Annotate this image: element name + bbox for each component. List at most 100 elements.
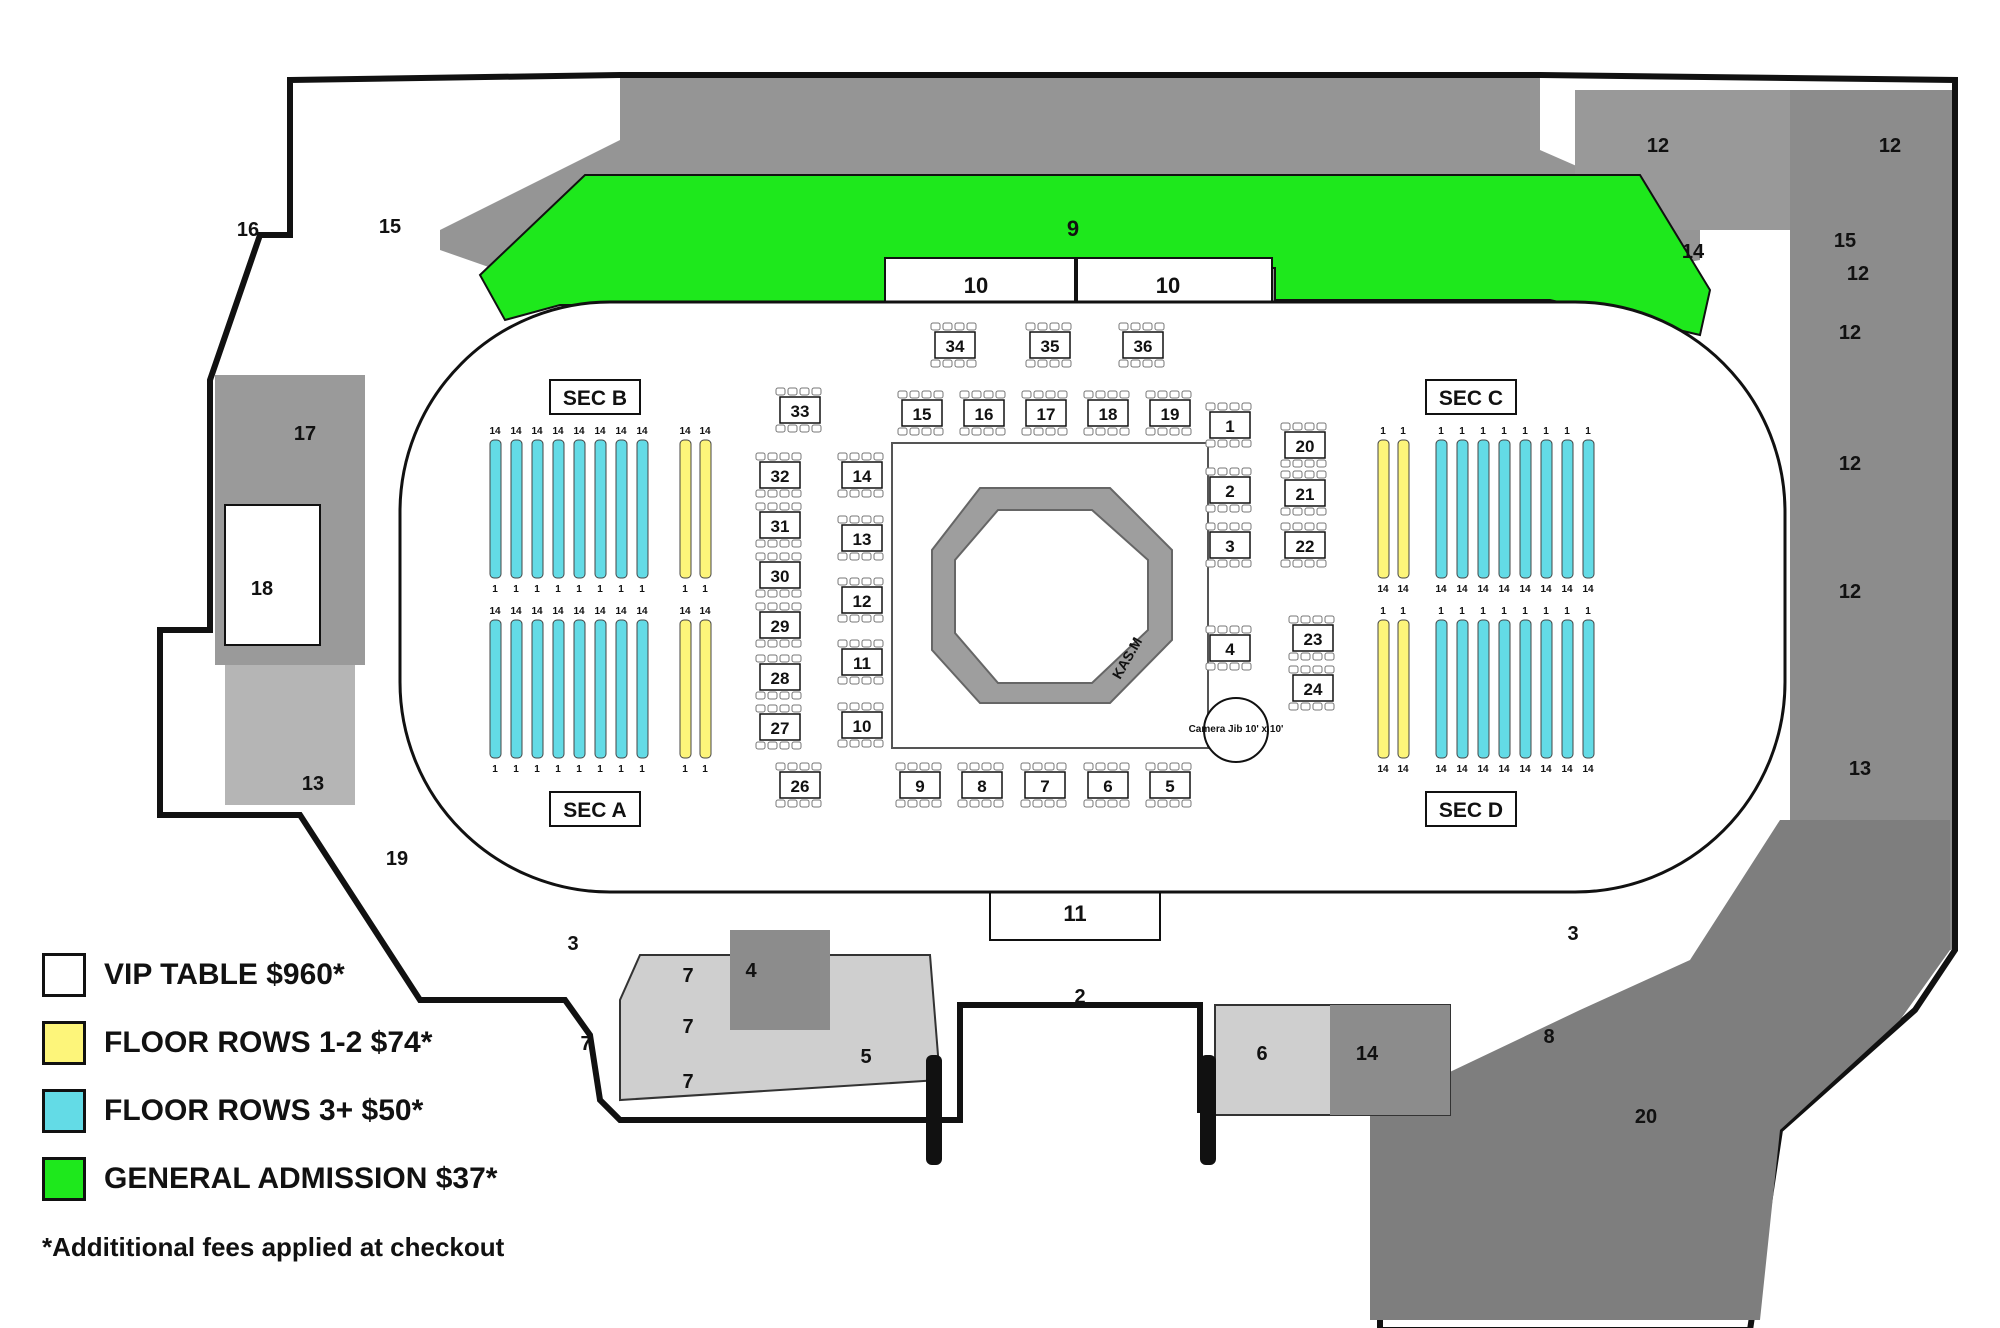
seat-row[interactable] [615,619,628,759]
section-label-sec-d: SEC D [1425,791,1517,827]
seat-row[interactable] [1498,439,1511,579]
vip-table[interactable]: 26 [775,762,822,808]
room-number: 12 [1839,453,1861,475]
seat-row[interactable] [594,619,607,759]
seat-row[interactable] [489,439,502,579]
seat-row[interactable] [531,619,544,759]
vip-table[interactable]: 21 [1280,470,1327,516]
swatch-vip [42,953,86,997]
seat-row[interactable] [1377,439,1390,579]
vip-table-number: 5 [1165,777,1174,796]
vip-table[interactable]: 18 [1083,390,1130,436]
vip-table[interactable]: 2 [1205,467,1252,513]
vip-box-bottom[interactable]: 11 [989,889,1161,941]
vip-table[interactable]: 13 [837,515,884,561]
seat-row[interactable] [552,619,565,759]
vip-table[interactable]: 9 [895,762,942,808]
vip-table[interactable]: 35 [1025,322,1072,368]
room-number: 12 [1879,135,1901,157]
row-number-label: 1 [682,764,688,775]
seat-row[interactable] [531,439,544,579]
vip-table[interactable]: 1 [1205,402,1252,448]
vip-table[interactable]: 31 [755,502,802,548]
seat-row[interactable] [1519,439,1532,579]
vip-table[interactable]: 34 [930,322,977,368]
vip-table[interactable]: 8 [957,762,1004,808]
seat-row[interactable] [1435,439,1448,579]
vip-table[interactable]: 29 [755,602,802,648]
seat-row[interactable] [1498,619,1511,759]
seat-row[interactable] [1561,619,1574,759]
general-admission-area[interactable] [478,174,1712,337]
vip-table-number: 14 [853,467,872,486]
vip-table[interactable]: 10 [837,702,884,748]
vip-table[interactable]: 12 [837,577,884,623]
seat-row[interactable] [1477,619,1490,759]
seat-row[interactable] [489,619,502,759]
vip-table[interactable]: 24 [1288,665,1335,711]
vip-table[interactable]: 14 [837,452,884,498]
row-number-label: 14 [510,606,522,617]
vip-box-label: 10 [964,273,988,298]
vip-table[interactable]: 30 [755,552,802,598]
seat-row[interactable] [510,619,523,759]
seat-row[interactable] [1561,439,1574,579]
seat-row[interactable] [552,439,565,579]
vip-table[interactable]: 7 [1020,762,1067,808]
vip-table[interactable]: 22 [1280,522,1327,568]
seat-row[interactable] [1540,439,1553,579]
vip-table[interactable]: 17 [1021,390,1068,436]
vip-table[interactable]: 6 [1083,762,1130,808]
legend-label: VIP TABLE $960* [104,958,345,991]
seat-row[interactable] [679,439,692,579]
seat-row[interactable] [1377,619,1390,759]
seat-row[interactable] [1540,619,1553,759]
seat-row[interactable] [636,619,649,759]
seat-row[interactable] [594,439,607,579]
vip-table[interactable]: 19 [1145,390,1192,436]
vip-table-number: 1 [1225,417,1234,436]
camera-jib: Camera Jib 10' x 10' [1189,697,1283,763]
row-number-label: 1 [1380,426,1386,437]
vip-table[interactable]: 15 [897,390,944,436]
seat-row[interactable] [1519,619,1532,759]
seat-row[interactable] [573,439,586,579]
vip-table-number: 29 [771,617,790,636]
vip-table[interactable]: 28 [755,654,802,700]
vip-table[interactable]: 33 [775,387,822,433]
vip-table[interactable]: 4 [1205,625,1252,671]
seat-row[interactable] [699,619,712,759]
vip-table[interactable]: 20 [1280,422,1327,468]
vip-table[interactable]: 27 [755,704,802,750]
vip-table[interactable]: 5 [1145,762,1192,808]
seat-row[interactable] [615,439,628,579]
seat-row[interactable] [1477,439,1490,579]
vip-box-top-left[interactable]: 10 [884,257,1076,309]
seat-row[interactable] [510,439,523,579]
vip-table[interactable]: 3 [1205,522,1252,568]
vip-box-top-right[interactable]: 10 [1076,257,1273,309]
vip-table[interactable]: 32 [755,452,802,498]
seat-row[interactable] [1456,439,1469,579]
vip-table[interactable]: 16 [959,390,1006,436]
seat-row[interactable] [1582,619,1595,759]
section-label-sec-b: SEC B [549,379,641,415]
seat-row[interactable] [1582,439,1595,579]
seat-row[interactable] [679,619,692,759]
vip-box-label: 10 [1156,273,1180,298]
seat-row[interactable] [699,439,712,579]
swatch-floor-rows-3-plus [42,1089,86,1133]
vip-table-number: 12 [853,592,872,611]
row-number-label: 1 [492,764,498,775]
seat-row[interactable] [573,619,586,759]
vip-table[interactable]: 23 [1288,615,1335,661]
floor-seat-rows[interactable]: 1411411411411411411411411411411411411411… [489,426,1595,775]
vip-table[interactable]: 36 [1118,322,1165,368]
seat-row[interactable] [636,439,649,579]
seat-row[interactable] [1397,439,1410,579]
seat-row[interactable] [1456,619,1469,759]
vip-table[interactable]: 11 [837,639,884,685]
seat-row[interactable] [1435,619,1448,759]
seat-row[interactable] [1397,619,1410,759]
